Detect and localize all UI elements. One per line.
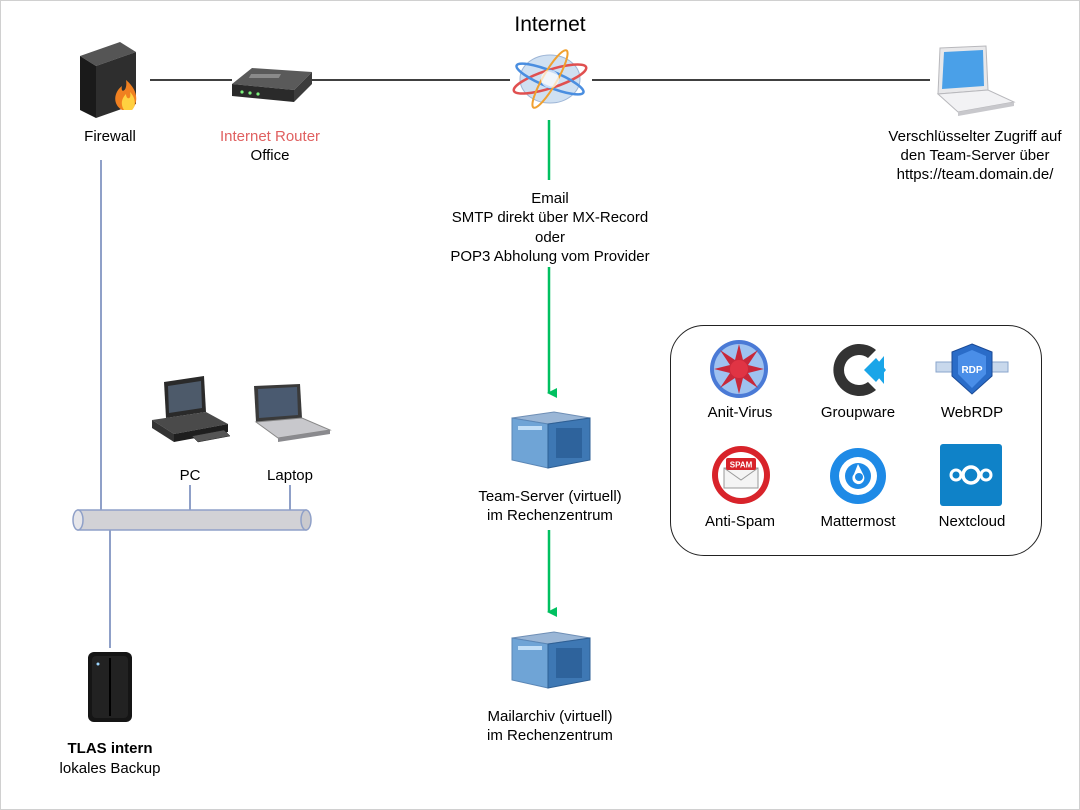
firewall-label: Firewall xyxy=(84,128,136,145)
nextcloud-icon xyxy=(940,444,1002,506)
router-label-line2: Office xyxy=(250,147,290,164)
mailarchiv-server-icon xyxy=(511,631,591,689)
email-label-line3: oder xyxy=(410,228,690,248)
firewall-icon xyxy=(80,42,137,118)
nas-label-line1: TLAS intern xyxy=(67,740,153,757)
remote-label-line2: den Team-Server über xyxy=(900,147,1050,164)
remote-laptop-icon xyxy=(936,45,1016,116)
mattermost-icon xyxy=(830,448,886,504)
router-icon xyxy=(232,68,312,102)
nas-label-line2: lokales Backup xyxy=(59,760,161,777)
webrdp-icon: RDP xyxy=(935,343,1009,395)
service-label-nextcloud: Nextcloud xyxy=(938,513,1006,530)
spam-badge-text: SPAM xyxy=(730,461,753,470)
pc-label: PC xyxy=(179,467,201,484)
mailarchiv-label-line1: Mailarchiv (virtuell) xyxy=(487,708,613,725)
email-label-line1: Email xyxy=(410,189,690,209)
team-server-label-line2: im Rechenzentrum xyxy=(487,507,613,524)
mailarchiv-label-line2: im Rechenzentrum xyxy=(487,727,613,744)
internet-title: Internet xyxy=(514,13,586,36)
remote-label-line3: https://team.domain.de/ xyxy=(896,166,1054,183)
nas-icon xyxy=(88,652,132,722)
service-label-groupware: Groupware xyxy=(820,404,896,421)
service-label-antivirus: Anit-Virus xyxy=(707,404,773,421)
email-label-line4: POP3 Abholung vom Provider xyxy=(410,247,690,267)
pc-icon xyxy=(152,376,231,443)
router-label-line1: Internet Router xyxy=(219,128,321,145)
groupware-icon xyxy=(833,344,886,396)
remote-label-line1: Verschlüsselter Zugriff auf xyxy=(888,128,1062,145)
network-bus xyxy=(72,509,312,531)
antispam-icon: SPAM xyxy=(712,446,770,504)
service-label-mattermost: Mattermost xyxy=(820,513,896,530)
email-label-line2: SMTP direkt über MX-Record xyxy=(410,208,690,228)
internet-globe-icon xyxy=(512,49,588,109)
team-server-label-line1: Team-Server (virtuell) xyxy=(478,488,622,505)
rdp-badge-text: RDP xyxy=(961,365,982,376)
laptop-label: Laptop xyxy=(267,467,313,484)
service-label-antispam: Anti-Spam xyxy=(704,513,776,530)
team-server-icon xyxy=(511,411,591,469)
antivirus-icon xyxy=(710,340,768,398)
service-label-webrdp: WebRDP xyxy=(940,404,1004,421)
laptop-icon xyxy=(254,384,332,442)
